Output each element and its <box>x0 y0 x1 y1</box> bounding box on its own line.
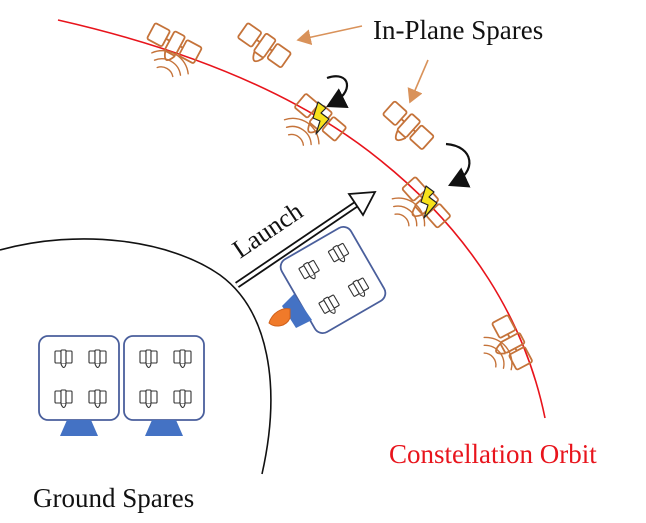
satellite-icon <box>393 174 454 236</box>
lightning-icon <box>420 185 438 219</box>
ground-spare-package <box>124 336 204 420</box>
launch-pad-icon <box>60 420 98 436</box>
satellite-waves <box>146 42 195 84</box>
satellite-icon <box>141 20 204 73</box>
satellite-icon <box>231 20 294 77</box>
launch-arrow <box>235 190 377 288</box>
in-plane-spares-label: In-Plane Spares <box>373 15 543 45</box>
pointer-arrow <box>296 25 363 46</box>
ground-spares-label: Ground Spares <box>33 483 194 513</box>
satellite-icon <box>375 98 437 158</box>
earth-surface <box>0 238 272 475</box>
launch-pad-icon <box>145 420 183 436</box>
constellation-orbit-label: Constellation Orbit <box>389 439 597 469</box>
satellite-icon <box>482 312 536 376</box>
lightning-icon <box>312 101 330 135</box>
launch-pad-icon <box>282 294 312 328</box>
pointer-arrow <box>407 59 429 104</box>
rocket-flame-icon <box>268 308 291 327</box>
swap-arrow-icon <box>445 142 471 188</box>
swap-arrow-icon <box>326 75 349 108</box>
ground-spare-package <box>39 336 119 420</box>
